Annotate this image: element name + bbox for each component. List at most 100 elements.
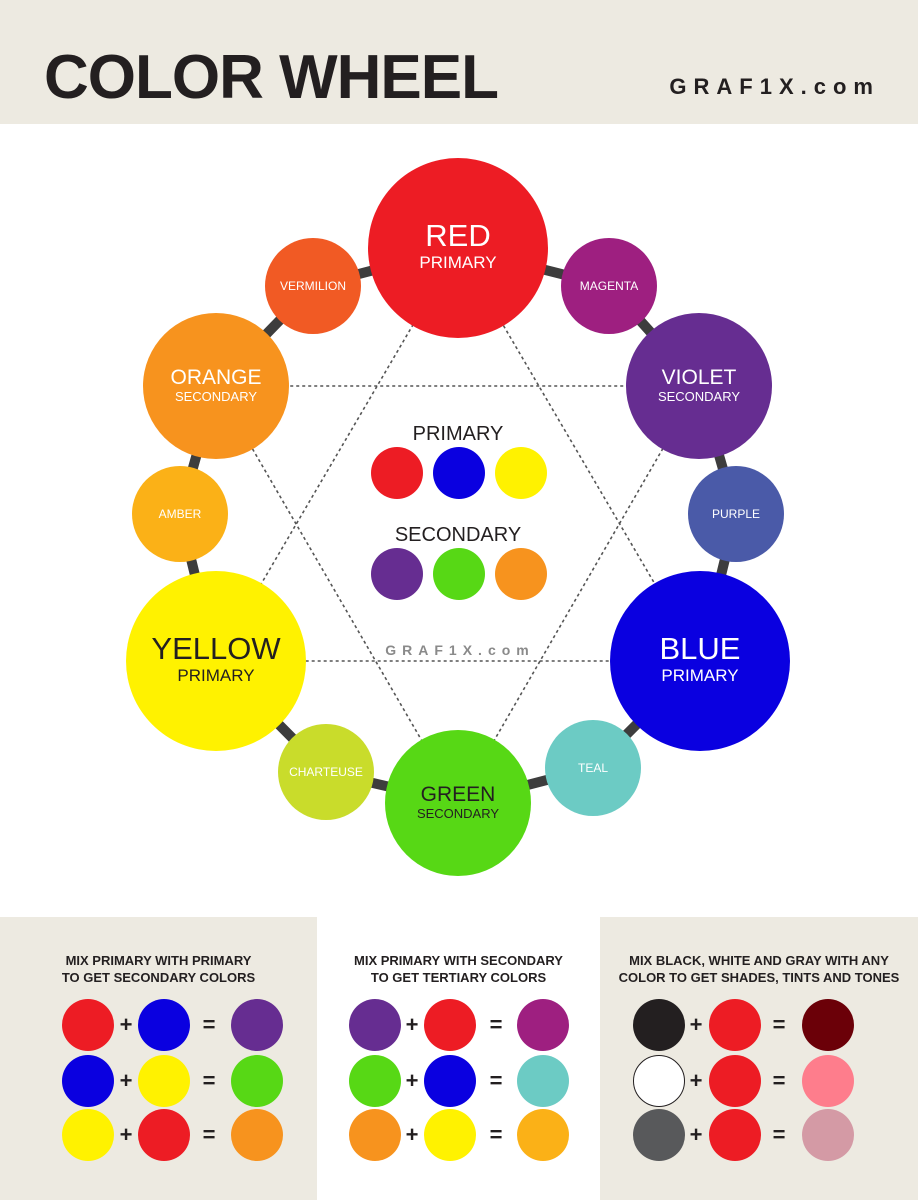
plus-sign: + <box>689 1012 703 1037</box>
mix-result-teal-swatch <box>517 1055 569 1107</box>
chartreuse-label: CHARTEUSE <box>289 765 363 779</box>
blue-role-label: PRIMARY <box>661 666 738 685</box>
red-role-label: PRIMARY <box>419 253 496 272</box>
equals-sign: = <box>489 1012 503 1037</box>
amber-circle <box>132 466 228 562</box>
legend-secondary-orange-swatch <box>495 548 547 600</box>
mix-input-b-red-swatch <box>709 1055 761 1107</box>
orange-circle <box>143 313 289 459</box>
teal-circle <box>545 720 641 816</box>
wheel-watermark: GRAF1X.com <box>385 642 534 658</box>
violet-role-label: SECONDARY <box>658 389 740 404</box>
mix-result-shade-swatch <box>802 999 854 1051</box>
plus-sign: + <box>405 1122 419 1147</box>
equals-sign: = <box>772 1068 786 1093</box>
mix-result-magenta-swatch <box>517 999 569 1051</box>
legend-secondary-violet-swatch <box>371 548 423 600</box>
mix-input-a-white-swatch <box>633 1055 685 1107</box>
wheel-nodes: REDPRIMARYMAGENTAVIOLETSECONDARYPURPLEBL… <box>126 158 790 876</box>
yellow-role-label: PRIMARY <box>177 666 254 685</box>
equals-sign: = <box>772 1012 786 1037</box>
wheel-node-amber: AMBER <box>132 466 228 562</box>
yellow-label: YELLOW <box>151 631 281 666</box>
mix-panel-title: MIX PRIMARY WITH PRIMARY TO GET SECONDAR… <box>61 953 256 985</box>
green-circle <box>385 730 531 876</box>
wheel-node-vermilion: VERMILION <box>265 238 361 334</box>
header-bar: COLOR WHEEL GRAF1X.com <box>0 0 918 124</box>
teal-label: TEAL <box>578 761 608 775</box>
chartreuse-circle <box>278 724 374 820</box>
mix-input-b-red-swatch <box>424 999 476 1051</box>
orange-label: ORANGE <box>170 366 261 389</box>
equals-sign: = <box>202 1122 216 1147</box>
green-role-label: SECONDARY <box>417 806 499 821</box>
plus-sign: + <box>119 1122 133 1147</box>
mix-input-a-violet-swatch <box>349 999 401 1051</box>
mix-input-b-blue-swatch <box>424 1055 476 1107</box>
equals-sign: = <box>489 1122 503 1147</box>
vermilion-label: VERMILION <box>280 279 346 293</box>
green-label: GREEN <box>421 783 496 806</box>
equals-sign: = <box>202 1012 216 1037</box>
center-legend: GRAF1X.com PRIMARY SECONDARY <box>371 423 547 658</box>
legend-primary-label: PRIMARY <box>413 423 504 445</box>
plus-sign: + <box>689 1068 703 1093</box>
mix-result-orange-swatch <box>231 1109 283 1161</box>
purple-label: PURPLE <box>712 507 760 521</box>
plus-sign: + <box>405 1012 419 1037</box>
legend-primary-yellow-swatch <box>495 447 547 499</box>
blue-label: BLUE <box>660 631 741 666</box>
wheel-node-teal: TEAL <box>545 720 641 816</box>
mix-panel-title: MIX BLACK, WHITE AND GRAY WITH ANY COLOR… <box>618 953 900 985</box>
mix-input-a-green-swatch <box>349 1055 401 1107</box>
red-circle <box>368 158 548 338</box>
mix-input-a-red-swatch <box>62 999 114 1051</box>
amber-label: AMBER <box>159 507 202 521</box>
mix-result-tone-swatch <box>802 1109 854 1161</box>
mix-input-a-black-swatch <box>633 999 685 1051</box>
mix-panel-1: MIX PRIMARY WITH PRIMARY TO GET SECONDAR… <box>0 917 317 1200</box>
plus-sign: + <box>119 1068 133 1093</box>
magenta-circle <box>561 238 657 334</box>
legend-secondary-label: SECONDARY <box>395 524 521 546</box>
mix-result-amber-swatch <box>517 1109 569 1161</box>
mix-input-b-blue-swatch <box>138 999 190 1051</box>
yellow-circle <box>126 571 306 751</box>
vermilion-circle <box>265 238 361 334</box>
mix-result-violet-swatch <box>231 999 283 1051</box>
equals-sign: = <box>772 1122 786 1147</box>
mix-input-a-blue-swatch <box>62 1055 114 1107</box>
purple-circle <box>688 466 784 562</box>
mix-input-a-yellow-swatch <box>62 1109 114 1161</box>
page-title: COLOR WHEEL <box>44 43 499 112</box>
mix-input-b-red-swatch <box>709 1109 761 1161</box>
legend-secondary-green-swatch <box>433 548 485 600</box>
mix-input-a-orange-swatch <box>349 1109 401 1161</box>
primary-triangle <box>214 246 702 662</box>
mix-result-green-swatch <box>231 1055 283 1107</box>
legend-primary-blue-swatch <box>433 447 485 499</box>
plus-sign: + <box>405 1068 419 1093</box>
site-logo: GRAF1X.com <box>669 74 880 99</box>
mix-result-tint-swatch <box>802 1055 854 1107</box>
mix-input-b-red-swatch <box>138 1109 190 1161</box>
wheel-node-purple: PURPLE <box>688 466 784 562</box>
mix-input-b-yellow-swatch <box>138 1055 190 1107</box>
orange-role-label: SECONDARY <box>175 389 257 404</box>
plus-sign: + <box>119 1012 133 1037</box>
equals-sign: = <box>202 1068 216 1093</box>
equals-sign: = <box>489 1068 503 1093</box>
blue-circle <box>610 571 790 751</box>
mix-input-a-gray-swatch <box>633 1109 685 1161</box>
color-wheel-diagram: REDPRIMARYMAGENTAVIOLETSECONDARYPURPLEBL… <box>126 158 790 876</box>
wheel-node-chartreuse: CHARTEUSE <box>278 724 374 820</box>
legend-primary-red-swatch <box>371 447 423 499</box>
magenta-label: MAGENTA <box>580 279 638 293</box>
red-label: RED <box>425 218 490 253</box>
